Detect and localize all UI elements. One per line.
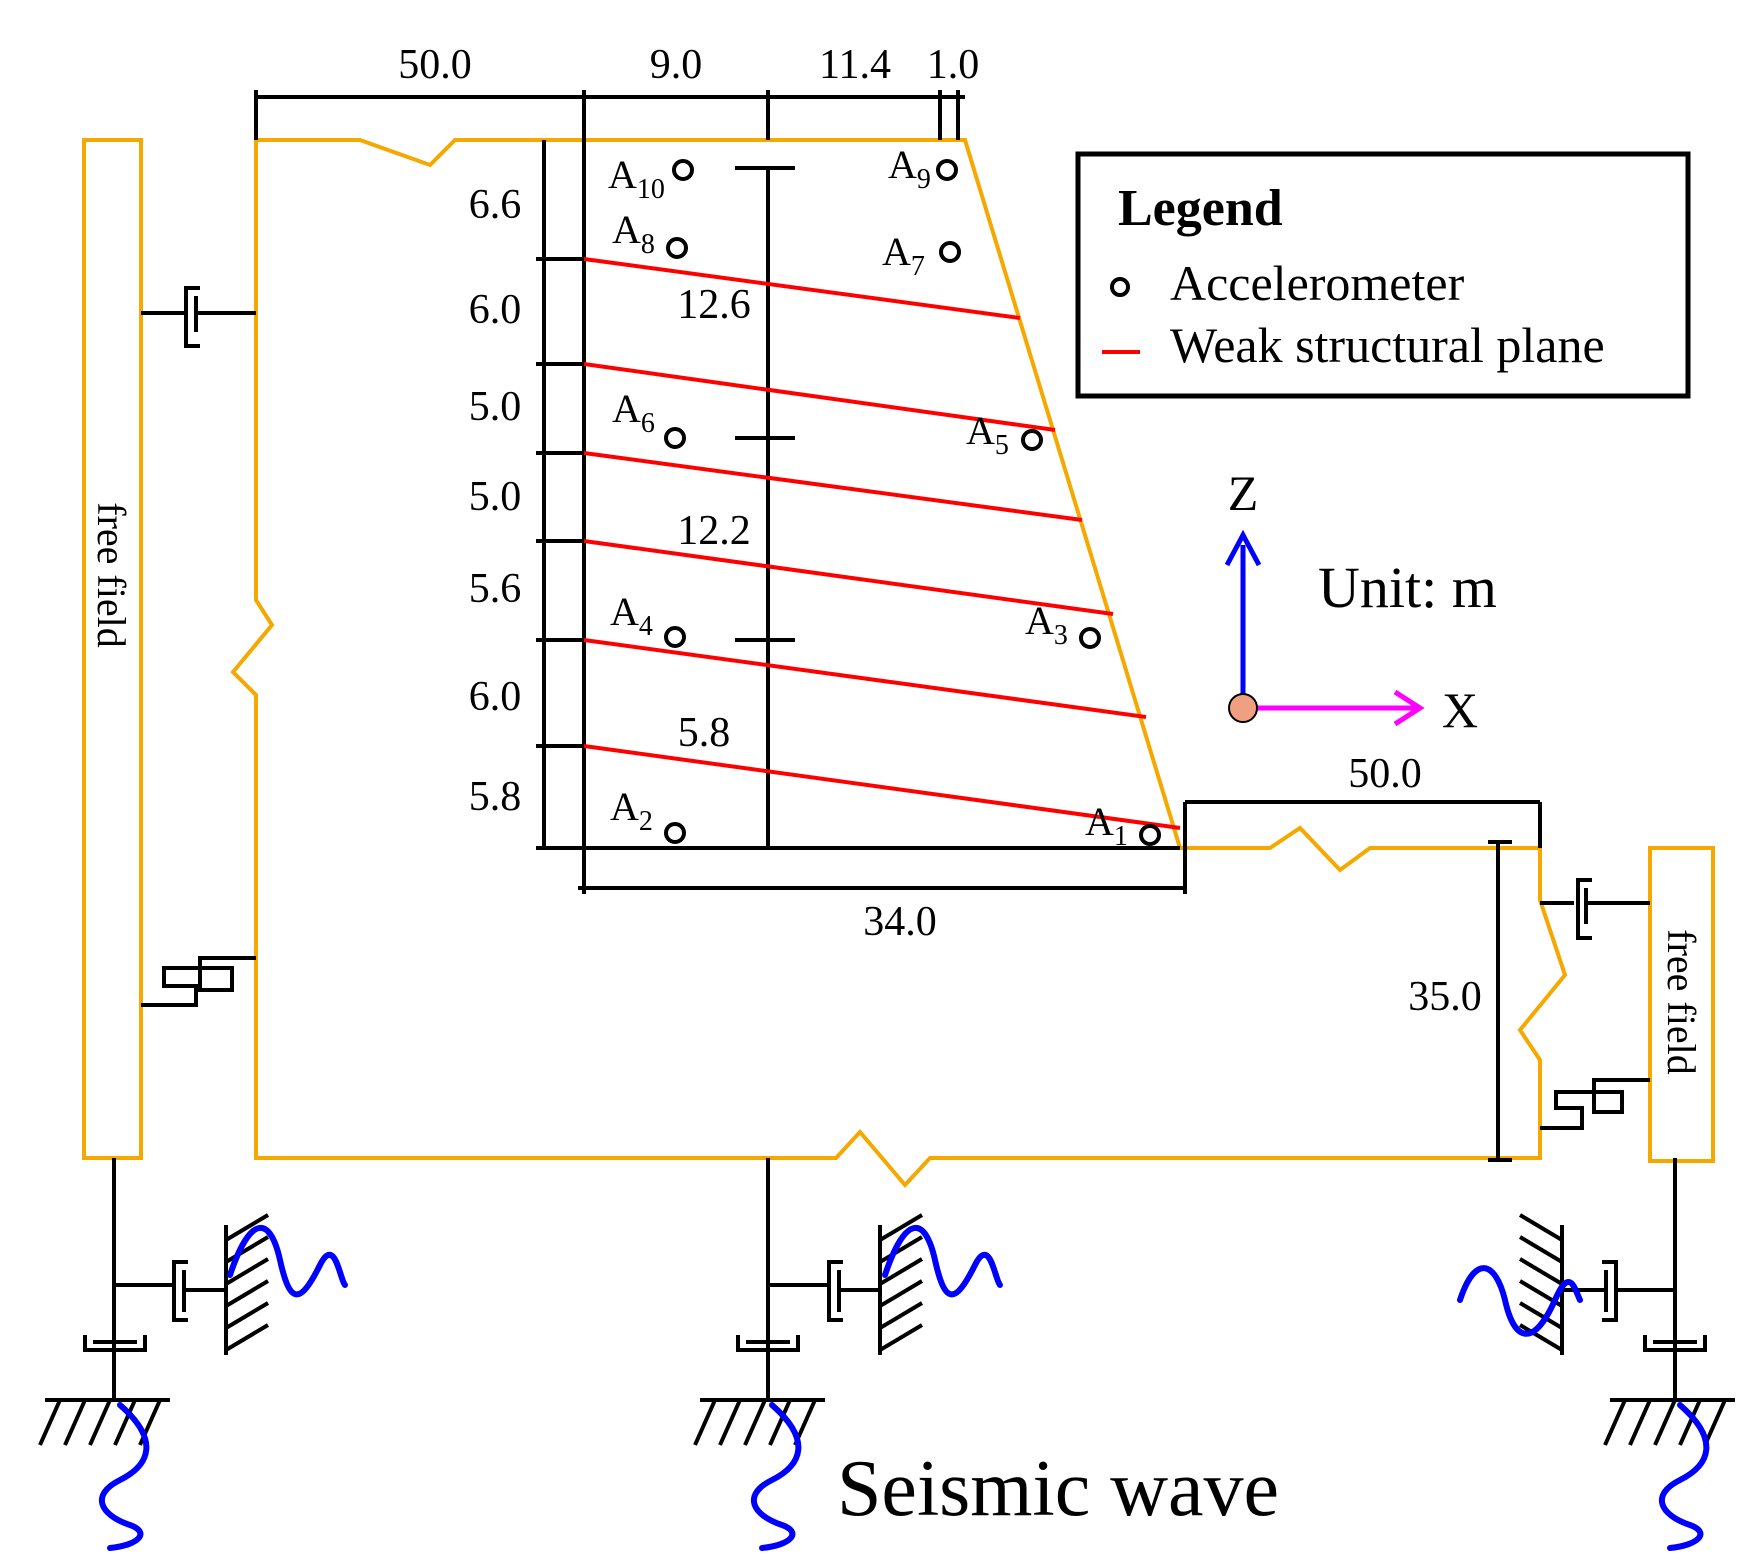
dim-top-left-width: 50.0 [398,42,472,88]
accelerometer-label-a8: A8 [612,207,655,260]
legend-box [1075,151,1691,399]
left-spring-lower [141,956,256,1007]
dim-top-segment-1: 9.0 [650,42,703,88]
seismic-waves [98,1225,1710,1551]
legend-weak-plane-label: Weak structural plane [1170,317,1605,373]
legend-accelerometer-icon [1110,277,1130,297]
accelerometer-label-a9: A9 [888,142,931,195]
x-axis-arrow-head [1393,689,1425,727]
dim-inner-2: 12.2 [677,508,751,554]
dim-inner-1: 12.6 [677,282,751,328]
accelerometer-label-a4: A4 [610,589,653,642]
accelerometer-label-a2: A2 [610,784,653,837]
right-width-dimension-line [1183,800,1542,848]
weak-structural-planes [583,257,1181,830]
dim-right-width: 50.0 [1348,751,1422,797]
right-dashpot-upper [1540,878,1650,940]
right-bottom-support [1518,1158,1735,1446]
legend-title: Legend [1118,180,1283,237]
dim-top-segment-2: 11.4 [819,42,891,88]
dim-height-2: 6.0 [469,287,522,333]
dim-base-width: 34.0 [863,899,937,945]
dim-height-4: 5.0 [469,474,522,520]
model-boundary [230,138,1568,1189]
accelerometer-label-a5: A5 [966,408,1009,461]
dim-inner-3: 5.8 [678,710,731,756]
seismic-wave-label: Seismic wave [837,1445,1279,1533]
free-field-left-column [82,138,143,1160]
right-depth-dimension-line [1488,840,1512,1162]
dim-height-5: 5.6 [469,566,522,612]
middle-bottom-support [693,1158,924,1446]
z-axis-label: Z [1228,465,1259,521]
accelerometer-label-a3: A3 [1025,598,1068,651]
base-dimension-line [578,848,1187,894]
axis-origin [1228,693,1258,723]
accelerometer-label-a10: A10 [608,152,665,205]
free-field-right-label: free field [1659,929,1704,1074]
z-axis-arrow-head [1224,529,1262,567]
free-field-right-column [1648,846,1715,1163]
dim-right-depth: 35.0 [1408,974,1482,1020]
dim-height-6: 6.0 [469,674,522,720]
unit-label: Unit: m [1318,555,1497,620]
x-axis-label: X [1442,682,1478,738]
accelerometer-markers [664,159,1161,846]
dim-height-3: 5.0 [469,384,522,430]
accelerometer-label-a6: A6 [612,386,655,439]
dim-top-segment-3: 1.0 [927,42,980,88]
dim-height-1: 6.6 [469,182,522,228]
accelerometer-label-a1: A1 [1085,799,1128,852]
legend-accelerometer-label: Accelerometer [1170,255,1465,311]
height-ticks [536,257,584,850]
accelerometer-label-a7: A7 [882,229,925,282]
free-field-left-label: free field [89,502,134,647]
top-dimension-line [254,90,965,140]
left-dashpot-upper [141,286,256,348]
dim-height-7: 5.8 [469,774,522,820]
right-spring-lower [1540,1078,1650,1130]
left-bottom-support [38,1158,270,1446]
